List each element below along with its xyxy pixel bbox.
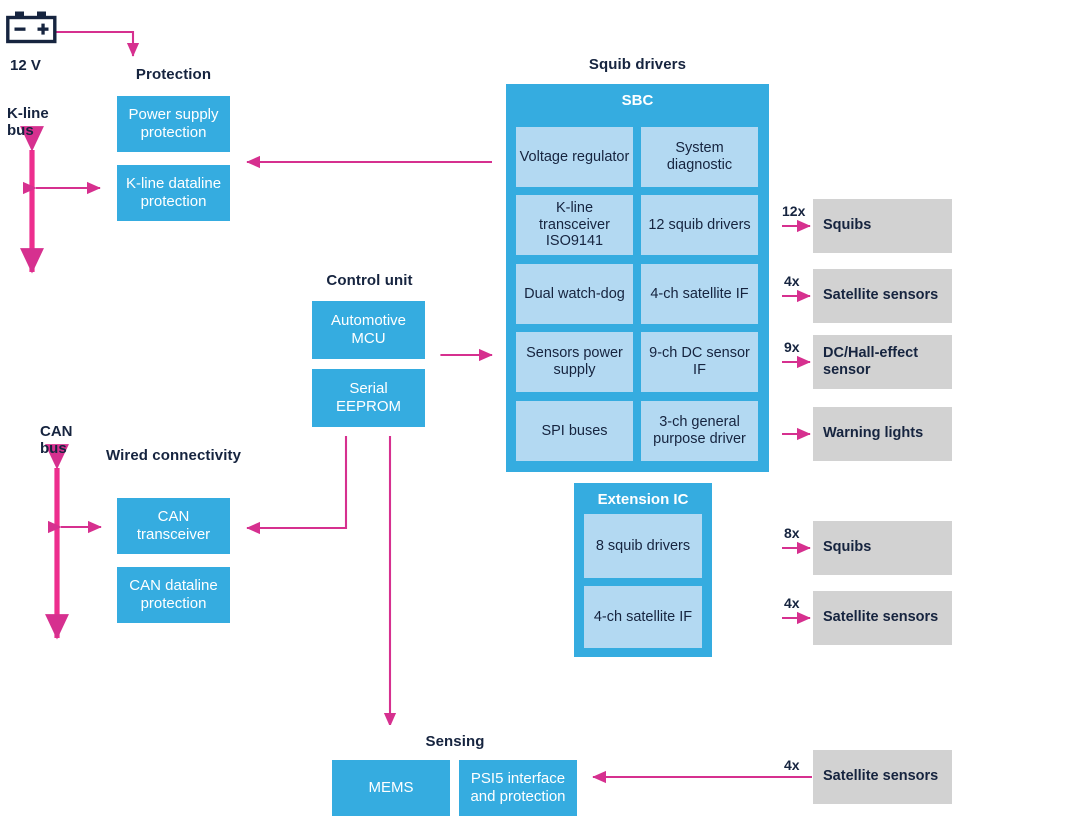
kline-dataline-protection-box: K-line dataline protection xyxy=(117,165,230,221)
output-box-satellite-sensors-4x: Satellite sensors xyxy=(813,269,952,323)
can-transceiver-box: CAN transceiver xyxy=(117,498,230,554)
sbc-cell-kline-transceiver: K-line transceiver ISO9141 xyxy=(516,195,633,255)
extension-ic-title: Extension IC xyxy=(597,491,689,508)
sbc-cell-spi-buses: SPI buses xyxy=(516,401,633,461)
extension-cell-4ch-satellite-if: 4-ch satellite IF xyxy=(584,586,702,648)
output-box-warning-lights: Warning lights xyxy=(813,407,952,461)
output-multiplier-1: 4x xyxy=(784,273,800,289)
kline-bus-label: K-line bus xyxy=(7,105,49,139)
serial-eeprom-box: Serial EEPROM xyxy=(312,369,425,427)
squib-drivers-title: Squib drivers xyxy=(588,56,687,73)
bottom-output-multiplier: 4x xyxy=(784,757,800,773)
protection-title: Protection xyxy=(135,66,212,83)
output-multiplier-2: 9x xyxy=(784,339,800,355)
sbc-cell-dual-watch-dog: Dual watch-dog xyxy=(516,264,633,324)
sbc-cell-9ch-dc-sensor-if: 9-ch DC sensor IF xyxy=(641,332,758,392)
voltage-label: 12 V xyxy=(10,57,41,74)
sensing-title: Sensing xyxy=(425,733,485,750)
output-box-satellite-sensors-psi5: Satellite sensors xyxy=(813,750,952,804)
can-bus-label: CAN bus xyxy=(40,423,73,457)
can-dataline-protection-box: CAN dataline protection xyxy=(117,567,230,623)
automotive-mcu-box: Automotive MCU xyxy=(312,301,425,359)
sbc-title: SBC xyxy=(621,92,654,109)
wired-connectivity-title: Wired connectivity xyxy=(105,447,242,464)
sbc-cell-3ch-general-purpose-driver: 3-ch general purpose driver xyxy=(641,401,758,461)
sbc-cell-sensors-power-supply: Sensors power supply xyxy=(516,332,633,392)
sbc-cell-12-squib-drivers: 12 squib drivers xyxy=(641,195,758,255)
output-multiplier-5: 4x xyxy=(784,595,800,611)
sbc-cell-system-diagnostic: System diagnostic xyxy=(641,127,758,187)
power-supply-protection-box: Power supply protection xyxy=(117,96,230,152)
sbc-cell-voltage-regulator: Voltage regulator xyxy=(516,127,633,187)
extension-cell-8-squib-drivers: 8 squib drivers xyxy=(584,514,702,578)
output-box-satellite-sensors-4x-ext: Satellite sensors xyxy=(813,591,952,645)
control-unit-title: Control unit xyxy=(326,272,413,289)
mems-box: MEMS xyxy=(332,760,450,816)
sbc-cell-4ch-satellite-if: 4-ch satellite IF xyxy=(641,264,758,324)
output-box-dc-hall-effect-sensor: DC/Hall-effect sensor xyxy=(813,335,952,389)
output-box-squibs-12x: Squibs xyxy=(813,199,952,253)
output-multiplier-4: 8x xyxy=(784,525,800,541)
battery-icon xyxy=(6,10,58,51)
psi5-interface-box: PSI5 interface and protection xyxy=(459,760,577,816)
output-box-squibs-8x: Squibs xyxy=(813,521,952,575)
output-multiplier-0: 12x xyxy=(782,203,806,219)
